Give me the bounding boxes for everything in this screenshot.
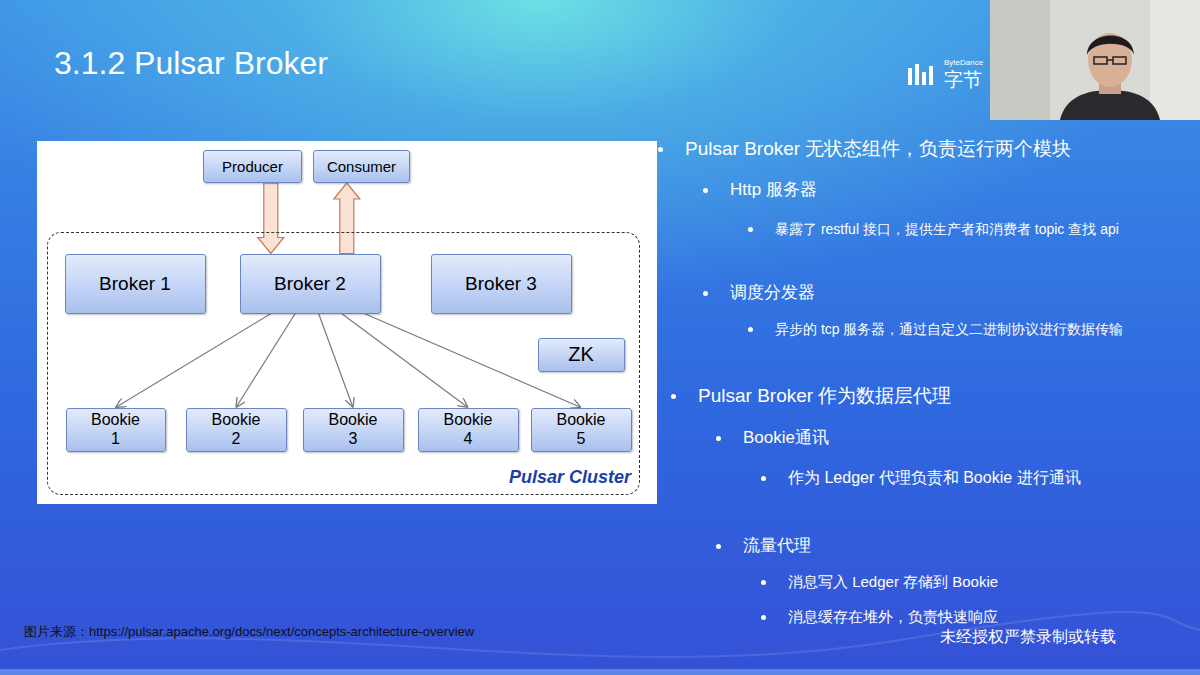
cluster-label: Pulsar Cluster bbox=[509, 467, 631, 488]
box-label: Bookie 2 bbox=[212, 411, 261, 448]
box-label: Consumer bbox=[327, 158, 396, 175]
component-box: Broker 1 bbox=[65, 254, 206, 314]
storage-link bbox=[116, 314, 272, 408]
flow-arrow bbox=[258, 183, 284, 254]
logo-icon bbox=[908, 64, 933, 85]
bullet-dot bbox=[761, 615, 766, 620]
bullet-text: 消息写入 Ledger 存储到 Bookie bbox=[788, 573, 998, 591]
box-label: ZK bbox=[568, 343, 594, 366]
cluster-region: Pulsar Cluster Broker 1 Broker 2 Broker 3 ZK… bbox=[47, 232, 640, 495]
component-box: Bookie 1 bbox=[66, 408, 166, 452]
component-box: Bookie 4 bbox=[418, 408, 519, 452]
storage-link bbox=[342, 314, 468, 408]
box-label: Bookie 3 bbox=[329, 411, 378, 448]
component-box: ZK bbox=[538, 338, 625, 372]
box-label: Broker 3 bbox=[465, 273, 537, 295]
component-box: Bookie 2 bbox=[186, 408, 287, 452]
bullet-text: 消息缓存在堆外，负责快速响应 bbox=[788, 608, 998, 626]
bottom-bar bbox=[0, 669, 1200, 675]
watermark: 未经授权严禁录制或转载 bbox=[940, 627, 1116, 646]
flow-arrow bbox=[334, 183, 360, 254]
source-note: 图片来源：https://pulsar.apache.org/docs/next… bbox=[24, 624, 474, 640]
bullet-dot bbox=[703, 188, 708, 193]
box-label: Bookie 1 bbox=[91, 411, 140, 448]
box-label: Broker 1 bbox=[99, 273, 171, 295]
decor-wave bbox=[0, 612, 1200, 657]
bullet-text: Bookie通讯 bbox=[743, 428, 829, 448]
component-box: Bookie 5 bbox=[531, 408, 632, 452]
logo-text: 字节 bbox=[944, 69, 982, 92]
logo-text: ByteDance bbox=[944, 58, 983, 68]
bullet-text: 作为 Ledger 代理负责和 Bookie 进行通讯 bbox=[788, 468, 1081, 487]
bullet-dot bbox=[716, 436, 721, 441]
bullet-dot bbox=[748, 227, 753, 232]
webcam-video bbox=[990, 0, 1200, 120]
bullet-text: 流量代理 bbox=[743, 536, 811, 556]
bullet-dot bbox=[748, 327, 753, 332]
bullet-dot bbox=[761, 476, 766, 481]
box-label: Producer bbox=[222, 158, 283, 175]
bullet-text: 调度分发器 bbox=[730, 283, 815, 303]
bullet-dot bbox=[761, 580, 766, 585]
component-box: Producer bbox=[203, 150, 302, 183]
bullet-dot bbox=[658, 147, 663, 152]
bullet-text: Pulsar Broker 作为数据层代理 bbox=[698, 385, 951, 408]
storage-link bbox=[319, 314, 353, 408]
component-box: Broker 3 bbox=[431, 254, 572, 314]
component-box: Consumer bbox=[313, 150, 410, 183]
bullet-dot bbox=[671, 394, 676, 399]
box-label: Broker 2 bbox=[274, 273, 346, 295]
box-label: Bookie 4 bbox=[444, 411, 493, 448]
component-box: Broker 2 bbox=[240, 254, 381, 314]
bullet-dot bbox=[703, 291, 708, 296]
bullet-text: 异步的 tcp 服务器，通过自定义二进制协议进行数据传输 bbox=[775, 321, 1123, 338]
bullet-text: Pulsar Broker 无状态组件，负责运行两个模块 bbox=[685, 138, 1071, 161]
box-label: Bookie 5 bbox=[557, 411, 606, 448]
component-box: Bookie 3 bbox=[303, 408, 404, 452]
bullet-text: Http 服务器 bbox=[730, 180, 817, 200]
bullet-dot bbox=[716, 544, 721, 549]
slide-title: 3.1.2 Pulsar Broker bbox=[54, 44, 328, 82]
storage-link bbox=[236, 314, 295, 408]
bullet-text: 暴露了 restful 接口，提供生产者和消费者 topic 查找 api bbox=[775, 221, 1119, 238]
